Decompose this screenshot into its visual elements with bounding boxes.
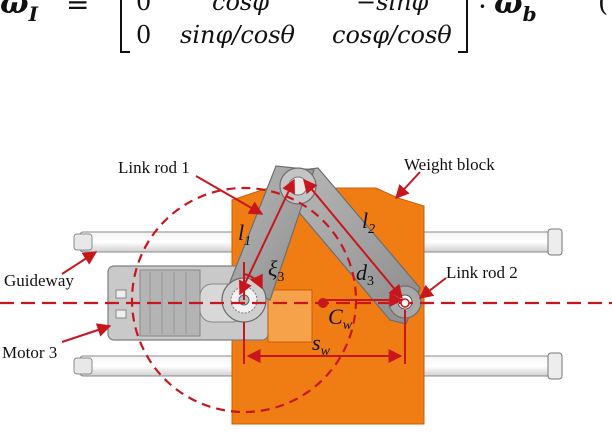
equals-sign: = (66, 0, 90, 21)
center-of-weight-point (318, 298, 328, 308)
symbol-cw: Cw (328, 304, 353, 333)
symbol-l1: l1 (238, 220, 251, 249)
equation-lhs: ωI (0, 0, 38, 26)
omega-b-symbol: ω (494, 0, 523, 21)
matrix-left-bracket (120, 0, 130, 53)
link-rod-1-leader (195, 175, 264, 215)
motor-3-leader (61, 323, 112, 343)
omega-b-subscript: b (522, 2, 537, 26)
omega-subscript: I (28, 2, 38, 26)
xi3-angle-arc (243, 273, 263, 290)
label-motor-3: Motor 3 (2, 343, 57, 362)
dot-operator: · (478, 0, 487, 23)
matrix-r2c3: cosφ/cosθ (332, 21, 452, 49)
equation-number-fragment: ( (598, 0, 609, 18)
right-joint-marker (400, 298, 410, 308)
label-link-rod-2: Link rod 2 (446, 263, 518, 282)
guideway-leader (61, 251, 98, 275)
symbol-sw: sw (312, 330, 331, 359)
matrix-r2c1: 0 (136, 21, 152, 49)
mechanism-figure: Link rod 1 Weight block Guideway Link ro… (0, 155, 612, 425)
symbol-d3: d3 (356, 260, 374, 289)
label-weight-block: Weight block (404, 155, 495, 174)
equation-rhs: ωb (494, 0, 537, 26)
weight-block-leader (395, 171, 421, 200)
symbol-xi3: ξ3 (268, 256, 284, 285)
omega-symbol: ω (0, 0, 29, 21)
matrix-r1c1: 0 (136, 0, 152, 16)
equation: ωI = 0 cosφ −sinφ 0 sinφ/cosθ cosφ/cosθ … (0, 0, 612, 70)
matrix-r1c3: −sinφ (356, 0, 429, 16)
label-link-rod-1: Link rod 1 (118, 158, 190, 177)
symbol-l2: l2 (362, 208, 375, 237)
l2-dimension-line (303, 178, 403, 300)
matrix-right-bracket (458, 0, 468, 53)
link-rod-2-leader (418, 277, 447, 299)
label-guideway: Guideway (4, 271, 74, 290)
matrix-r1c2: cosφ (212, 0, 270, 16)
matrix-r2c2: sinφ/cosθ (180, 21, 295, 49)
